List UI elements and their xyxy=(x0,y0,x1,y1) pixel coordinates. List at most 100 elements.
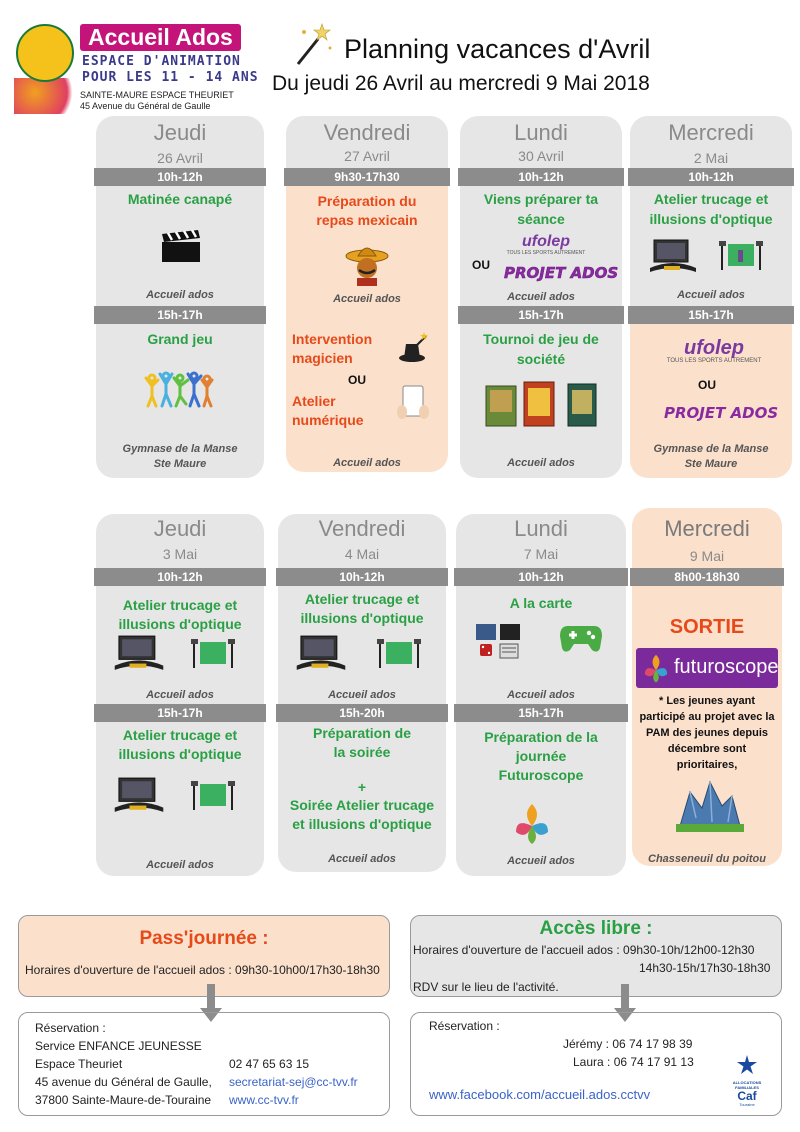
caf-line: Touraine xyxy=(739,1102,755,1107)
caf-logo: ALLOCATIONS FAMILIALES Caf Touraine xyxy=(727,1055,767,1109)
games-collage-icon xyxy=(476,624,520,659)
time-bar: 15h-17h xyxy=(458,306,624,324)
color-splash xyxy=(14,78,84,114)
location-label: Accueil ados xyxy=(507,689,575,701)
activity-label: Atelier trucage et xyxy=(653,191,769,207)
day-name: Jeudi xyxy=(153,120,207,145)
location-label: Accueil ados xyxy=(328,853,396,865)
note-line: décembre sont xyxy=(667,743,747,755)
location-label: Gymnase de la Manse xyxy=(653,443,769,455)
activity-label: Matinée canapé xyxy=(127,191,233,207)
venue-name: Espace Theuriet xyxy=(35,1057,123,1071)
activity-label: Atelier trucage et xyxy=(304,591,420,607)
logo-line1: ESPACE D'ANIMATION xyxy=(82,54,241,69)
day-date: 3 Mai xyxy=(162,546,198,562)
or-label: OU xyxy=(348,373,366,387)
day-card-vendredi-27: Vendredi 27 Avril 9h30-17h30 Préparation… xyxy=(284,116,450,472)
ufolep-tagline: TOUS LES SPORTS AUTREMENT xyxy=(506,250,586,256)
caf-line: Caf xyxy=(737,1089,757,1103)
website-link[interactable]: www.cc-tvv.fr xyxy=(229,1093,299,1107)
address-line: 45 avenue du Général de Gaulle, xyxy=(35,1075,212,1089)
time-bar: 10h-12h xyxy=(276,568,448,586)
time-bar: 15h-17h xyxy=(94,704,266,722)
reservation-label: Réservation : xyxy=(35,1021,106,1035)
activity-label: illusions d'optique xyxy=(649,211,773,227)
activity-label: Atelier xyxy=(292,393,336,409)
acces-libre-box: Accès libre : Horaires d'ouverture de l'… xyxy=(410,915,782,997)
location-label: Accueil ados xyxy=(328,689,396,701)
day-date: 2 Mai xyxy=(693,150,729,166)
location-label: Accueil ados xyxy=(146,859,214,871)
note-line: * Les jeunes ayant xyxy=(659,695,755,707)
pass-hours: Horaires d'ouverture de l'accueil ados :… xyxy=(25,963,380,977)
logo-line3: SAINTE-MAURE ESPACE THEURIET xyxy=(80,90,234,100)
activity-label: Tournoi de jeu de xyxy=(483,331,599,347)
location-label: Accueil ados xyxy=(146,289,214,301)
facebook-link[interactable]: www.facebook.com/accueil.ados.cctvv xyxy=(429,1087,651,1102)
logo-title: Accueil Ados xyxy=(80,24,241,51)
pass-title: Pass'journée : xyxy=(139,928,269,949)
activity-label: journée xyxy=(515,748,567,764)
location-label: Gymnase de la Manse xyxy=(122,443,238,455)
location-label: Accueil ados xyxy=(507,457,575,469)
ufolep-wordmark: ufolep xyxy=(522,233,570,250)
time-bar: 9h30-17h30 xyxy=(284,168,450,186)
time-bar: 10h-12h xyxy=(94,568,266,586)
location-label: Accueil ados xyxy=(507,855,575,867)
note-line: participé au projet avec la xyxy=(639,711,775,723)
day-name: Vendredi xyxy=(323,120,411,145)
day-card-jeudi-3: Jeudi 3 Mai 10h-12h Atelier trucage et i… xyxy=(94,514,266,876)
activity-label: Intervention xyxy=(292,331,373,347)
activity-label: Préparation de la xyxy=(484,729,598,745)
magic-wand-icon xyxy=(296,23,332,65)
location-label: Accueil ados xyxy=(146,689,214,701)
time-bar: 10h-12h xyxy=(454,568,628,586)
activity-label: magicien xyxy=(292,350,353,366)
day-card-vendredi-4: Vendredi 4 Mai 10h-12h Atelier trucage e… xyxy=(276,514,448,872)
dancers-icon xyxy=(144,371,214,408)
activity-label: illusions d'optique xyxy=(300,610,424,626)
day-date: 7 Mai xyxy=(523,546,559,562)
location-label: Accueil ados xyxy=(333,457,401,469)
down-arrow-icon xyxy=(614,984,636,1022)
or-label: OU xyxy=(472,258,490,272)
caf-line: ALLOCATIONS xyxy=(732,1080,762,1085)
day-card-mercredi-9: Mercredi 9 Mai 8h00-18h30 SORTIE futuros… xyxy=(630,508,784,866)
email-link[interactable]: secretariat-sej@cc-tvv.fr xyxy=(229,1075,358,1089)
time-bar: 8h00-18h30 xyxy=(630,568,784,586)
time-bar: 15h-20h xyxy=(276,704,448,722)
activity-label: Viens préparer ta xyxy=(483,191,599,207)
green-screen-icon xyxy=(191,781,235,810)
acces-title: Accès libre : xyxy=(539,918,653,939)
projet-ados-logo: PROJET ADOS xyxy=(664,404,779,422)
board-games-icon xyxy=(485,381,597,427)
day-card-lundi-7: Lundi 7 Mai 10h-12h A la carte Accueil a… xyxy=(454,514,628,876)
activity-label: illusions d'optique xyxy=(118,746,242,762)
video-editing-icon xyxy=(114,635,164,670)
activity-label: Grand jeu xyxy=(147,331,213,347)
note-line: PAM des jeunes depuis xyxy=(645,727,769,739)
activity-label: Atelier trucage et xyxy=(122,597,238,613)
activity-label: et illusions d'optique xyxy=(292,816,432,832)
video-editing-icon xyxy=(650,239,696,272)
activity-label: repas mexicain xyxy=(316,212,418,228)
day-name: Mercredi xyxy=(664,516,750,541)
phone-number: 02 47 65 63 15 xyxy=(229,1057,310,1071)
gamepad-icon xyxy=(560,626,602,652)
projet-ados-logo: PROJET ADOS xyxy=(504,264,619,283)
reservation-box-2: Réservation : Jérémy : 06 74 17 98 39 La… xyxy=(410,1012,782,1116)
day-name: Lundi xyxy=(514,120,568,145)
accueil-ados-logo: Accueil Ados ESPACE D'ANIMATION POUR LES… xyxy=(14,22,270,114)
futuroscope-banner: futuroscope xyxy=(636,648,779,688)
day-name: Lundi xyxy=(514,516,568,541)
green-screen-icon xyxy=(191,639,235,668)
magic-hat-icon xyxy=(399,332,428,362)
address-line: 37800 Sainte-Maure-de-Touraine xyxy=(35,1093,212,1107)
day-name: Mercredi xyxy=(668,120,754,145)
reservation-box-1: Réservation : Service ENFANCE JEUNESSE E… xyxy=(18,1012,390,1116)
page-title: Planning vacances d'Avril xyxy=(344,34,651,64)
activity-label: A la carte xyxy=(509,595,573,611)
logo-line4: 45 Avenue du Général de Gaulle xyxy=(80,101,211,111)
activity-label: Soirée Atelier trucage xyxy=(289,797,435,813)
video-editing-icon xyxy=(114,777,164,812)
